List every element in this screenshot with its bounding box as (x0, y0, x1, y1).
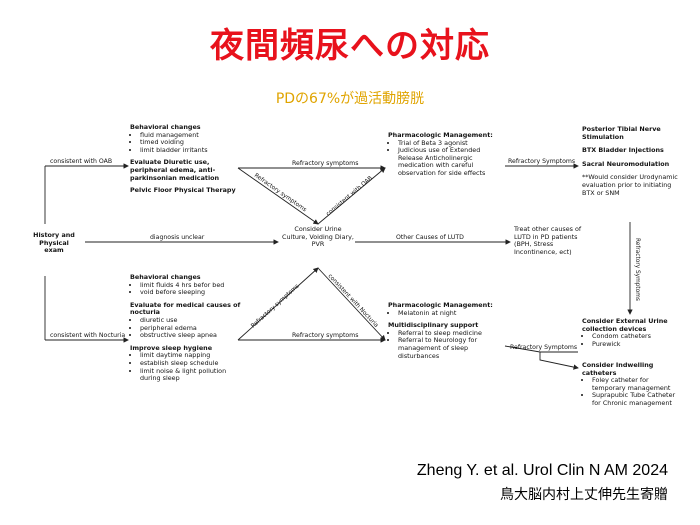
label-other-causes: Other Causes of LUTD (396, 234, 464, 241)
tibial-sacral: Sacral Neuromodulation (582, 159, 670, 168)
external-item: Condom catheters (592, 333, 682, 341)
indwelling-title: Consider Indwelling catheters (582, 361, 654, 377)
oab-behavioral-item: limit bladder irritants (140, 146, 238, 155)
external-item: Purewick (592, 340, 682, 349)
node-oab-management: Behavioral changes fluid management time… (130, 123, 238, 195)
label-refractory-right-upper: Refractory Symptoms (508, 158, 575, 165)
label-consistent-nocturia: consistent with Nocturia (50, 332, 125, 339)
label-diagnosis-unclear: diagnosis unclear (150, 234, 205, 241)
tibial-title: Posterior Tibial Nerve Stimulation (582, 125, 661, 141)
noct-behavioral-item: limit fluids 4 hrs befor bed (140, 281, 242, 290)
node-history-physical: History and Physical exam (24, 231, 84, 255)
edge-refractory-lower-diag (237, 267, 319, 341)
slide-title: 夜間頻尿への対応 (210, 26, 490, 66)
start-line-3: exam (44, 246, 64, 255)
node-pharmacologic-lower: Pharmacologic Management: Melatonin at n… (388, 301, 504, 360)
pharm2-title: Pharmacologic Management: (388, 301, 493, 309)
node-external-devices: Consider External Urine collection devic… (582, 317, 682, 349)
edge-refractory-right-lower-b (539, 352, 579, 370)
label-consistent-nocturia-diag: consistent with Nocturia (327, 273, 380, 329)
tibial-btx: BTX Bladder Injections (582, 146, 664, 155)
node-other-luts: Treat other causes of LUTD in PD patient… (514, 225, 582, 256)
edge-consistent-oab-diag (317, 167, 386, 225)
pharm2-multi-title: Multidisciplinary support (388, 321, 479, 330)
node-indwelling-catheters: Consider Indwelling catheters Foley cath… (582, 361, 682, 408)
label-refractory-diag-upper: Refractory symptoms (253, 173, 307, 214)
oab-behavioral-title: Behavioral changes (130, 123, 201, 131)
oab-behavioral-item: timed voiding (140, 139, 238, 147)
noct-behavioral-title: Behavioral changes (130, 273, 201, 281)
edge-consistent-nocturia-diag (317, 267, 386, 341)
noct-evaluate-title: Evaluate for medical causes of nocturia (130, 300, 241, 317)
noct-hygiene-item: establish sleep schedule (140, 359, 242, 368)
noct-hygiene-item: limit noise & light pollution during sle… (140, 367, 242, 383)
node-nocturia-management: Behavioral changes limit fluids 4 hrs be… (130, 273, 242, 383)
noct-hygiene-title: Improve sleep hygiene (130, 343, 213, 352)
tibial-note: **Would consider Urodynamic evaluation p… (582, 173, 678, 197)
oab-behavioral-item: fluid management (140, 131, 238, 140)
slide-subtitle: PDの67%が過活動膀胱 (275, 91, 425, 107)
start-line-1: History and (33, 231, 75, 239)
pharm-item: Trial of Beta 3 agonist (398, 139, 506, 148)
oab-diuretic-text: Evaluate Diuretic use, peripheral edema,… (130, 158, 220, 182)
pharm2-multi-item: Referral to sleep medicine (398, 329, 504, 338)
edge-refractory-diag-upper (237, 167, 319, 225)
node-advanced-therapy: Posterior Tibial Nerve Stimulation BTX B… (582, 125, 682, 197)
label-consistent-oab-diag: consistent with OAB (325, 175, 373, 217)
noct-behavioral-item: void before sleeping (140, 289, 242, 297)
oab-pelvic-text: Pelvic Floor Physical Therapy (130, 186, 236, 195)
noct-evaluate-item: obstructive sleep apnea (140, 332, 242, 340)
noct-evaluate-item: diuretic use (140, 316, 242, 325)
citation: Zheng Y. et al. Urol Clin N AM 2024 (416, 462, 668, 479)
node-urine-culture: Consider Urine Culture, Voiding Diary, P… (282, 225, 354, 249)
label-refractory-right-lower: Refractory Symptoms (510, 344, 577, 351)
label-refractory-lower: Refractory symptoms (292, 332, 358, 339)
external-title: Consider External Urine collection devic… (582, 317, 668, 333)
pharm2-multi-item: Referral to Neurology for management of … (398, 337, 504, 360)
noct-hygiene-item: limit daytime napping (140, 352, 242, 360)
indwelling-item: Suprapubic Tube Catheter for Chronic man… (592, 392, 682, 407)
flowchart-connectors: consistent with OAB consistent with Noct… (44, 158, 640, 370)
node-pharmacologic-upper: Pharmacologic Management: Trial of Beta … (388, 131, 506, 178)
label-refractory-lower-diag: Refractory symptoms (250, 283, 300, 329)
donor-credit: 鳥大脳内村上丈伸先生寄贈 (500, 486, 668, 502)
pharm-title: Pharmacologic Management: (388, 131, 493, 139)
pharm-item: Judicious use of Extended Release Antich… (398, 146, 506, 177)
start-line-2: Physical (39, 238, 69, 247)
pharm2-item: Melatonin at night (398, 309, 504, 318)
label-refractory-vertical: Refractory Symptoms (634, 238, 640, 301)
label-consistent-oab: consistent with OAB (50, 158, 112, 165)
noct-evaluate-item: peripheral edema (140, 324, 242, 333)
label-refractory-upper: Refractory symptoms (292, 160, 358, 167)
flowchart: consistent with OAB consistent with Noct… (10, 118, 690, 448)
indwelling-item: Foley catheter for temporary management (592, 376, 682, 392)
